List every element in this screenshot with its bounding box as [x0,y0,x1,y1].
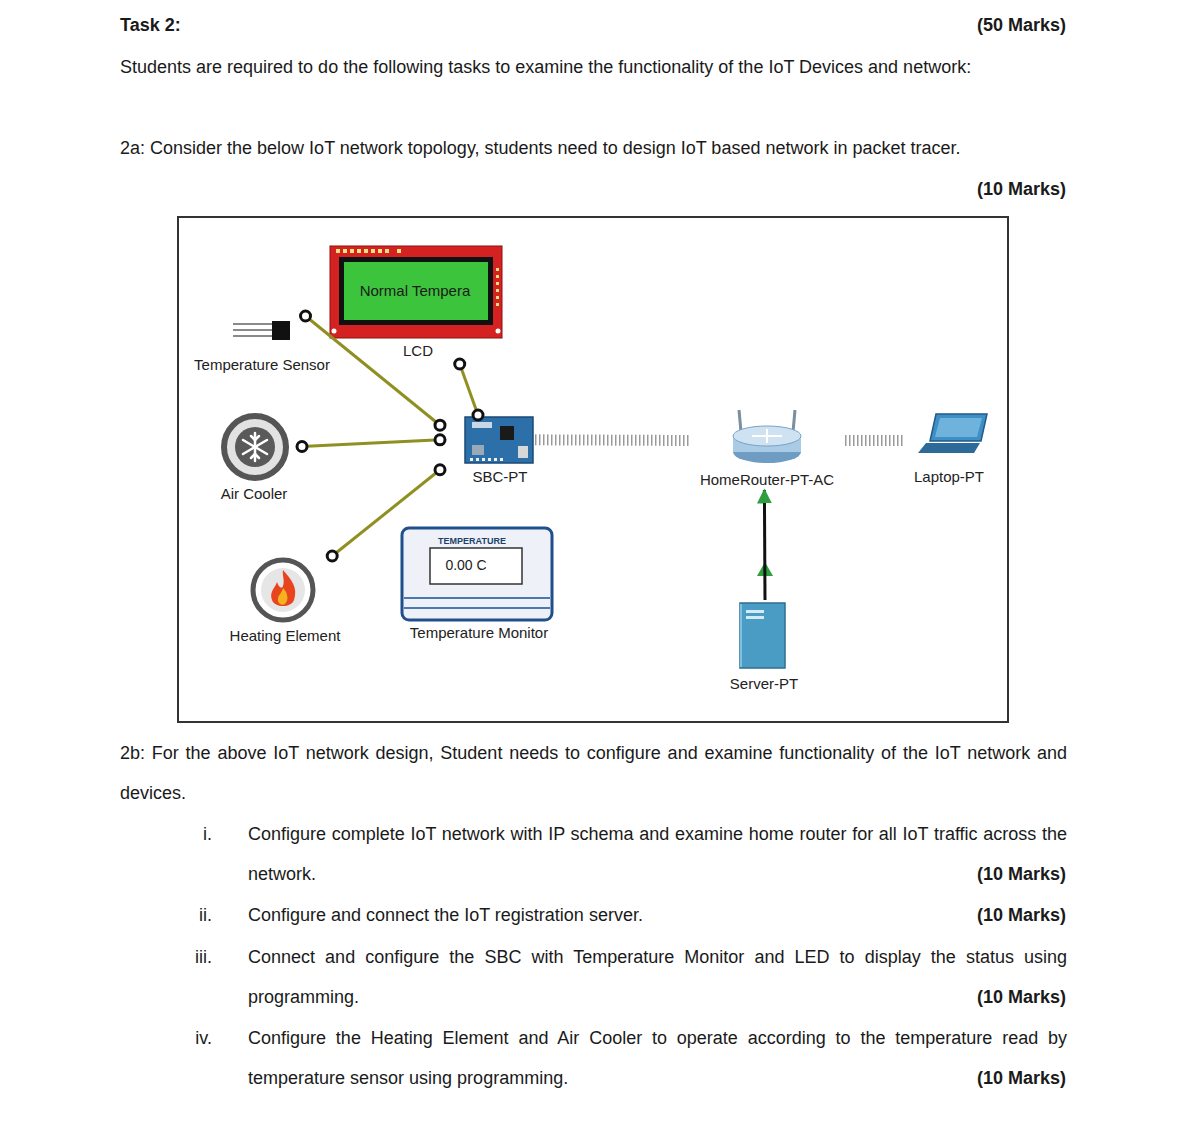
marks: (50 Marks) [977,5,1066,45]
port-dot [455,359,465,369]
device-label: Laptop-PT [914,468,984,485]
temperature-monitor-symbol [402,528,552,620]
diagram-frame [178,217,1008,722]
device-label: HomeRouter-PT-AC [700,471,834,488]
marks: (10 Marks) [977,1058,1066,1098]
device-label: Temperature Sensor [194,356,330,373]
port-dot [435,465,445,475]
monitor-reading: 0.00 C [445,557,486,573]
port-dot [435,420,445,430]
marks: (10 Marks) [977,169,1066,209]
item-numeral: iii. [195,937,212,977]
port-dot [297,441,307,451]
port-dot [473,410,483,420]
paragraph: 2a: Consider the below IoT network topol… [120,128,1070,168]
item-text: Connect and configure the SBC with Tempe… [248,937,1067,1017]
port-dot [435,435,445,445]
port-dot [301,311,311,321]
sbc-device: SBC-PT [440,415,535,488]
item-numeral: ii. [199,895,212,935]
marks: (10 Marks) [977,895,1066,935]
iot-wire [332,470,440,556]
iot-wire [460,364,478,415]
iot-wire [302,440,440,447]
monitor-device: TEMPERATURE 0.00 C Temperature Monitor [398,524,562,644]
home-router-symbol [733,410,801,463]
item-numeral: iv. [195,1018,212,1058]
actuator-device: Heating Element [220,556,352,648]
sbc-board-symbol [465,417,533,463]
task-heading: Task 2: [120,5,181,45]
air-cooler-symbol [224,416,286,478]
server-device: Server-PT [725,600,805,695]
item-text: Configure the Heating Element and Air Co… [248,1018,1067,1098]
port-dot [327,551,337,561]
device-label: Air Cooler [221,485,288,502]
monitor-heading: TEMPERATURE [438,536,506,546]
device-label: Heating Element [230,627,341,644]
temperature-sensor-symbol [233,321,290,340]
server-symbol [740,603,785,668]
paragraph: Students are required to do the followin… [120,47,1067,87]
item-text: Configure complete IoT network with IP s… [248,814,1067,894]
laptop-device: Laptop-PT [905,415,993,490]
device-label: SBC-PT [472,468,527,485]
item-text: Configure and connect the IoT registrati… [248,895,948,935]
wireless-link [535,434,690,446]
wireless-link [845,435,905,446]
marks: (10 Marks) [977,854,1066,894]
item-numeral: i. [203,814,212,854]
lcd-screen-text: Normal Tempera [360,282,471,299]
laptop-symbol [918,414,987,453]
ethernet-link [763,490,767,600]
lcd-device: Normal TemperaLCD [328,244,506,364]
marks: (10 Marks) [977,977,1066,1017]
sensor-device: Temperature Sensor [184,316,346,378]
device-label: Temperature Monitor [410,624,548,641]
lcd-symbol [330,246,502,338]
heating-element-symbol [253,560,313,620]
paragraph: 2b: For the above IoT network design, St… [120,733,1067,813]
device-label: Server-PT [730,675,798,692]
router-device: HomeRouter-PT-AC [690,415,845,490]
actuator-device: Air Cooler [212,410,302,506]
device-label: LCD [403,342,433,359]
